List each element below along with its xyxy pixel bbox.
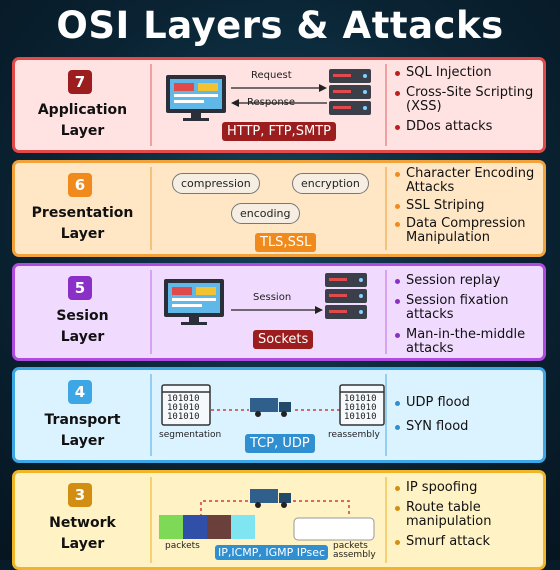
client-monitor-icon — [166, 75, 226, 121]
assembly-label-line2: assembly — [333, 550, 376, 560]
attack-item: Man-in-the-middle attacks — [393, 328, 543, 356]
encryption-pill: encryption — [292, 173, 369, 194]
layer-name-line2: Layer — [60, 329, 105, 345]
column-divider — [385, 477, 387, 563]
request-label: Request — [251, 70, 292, 81]
protocols-label: HTTP, FTP,SMTP — [222, 122, 336, 141]
attack-item: DDos attacks — [393, 120, 543, 134]
attack-item: IP spoofing — [393, 481, 543, 495]
column-divider — [385, 64, 387, 146]
truck-icon — [250, 398, 291, 417]
bits-line: 101010 — [344, 412, 377, 422]
truck-icon — [250, 489, 291, 508]
encoding-pill: encoding — [231, 203, 300, 224]
column-divider — [150, 477, 152, 563]
server-icon — [325, 273, 367, 319]
bits-text: 101010 101010 101010 — [344, 395, 377, 422]
session-label: Session — [253, 292, 292, 303]
assembly-box — [293, 517, 375, 541]
assembly-label: packets assembly — [333, 542, 376, 560]
column-divider — [150, 270, 152, 354]
layer-number: 5 — [68, 276, 92, 300]
client-monitor-icon — [164, 279, 224, 325]
layer-number: 3 — [68, 483, 92, 507]
page-title: OSI Layers & Attacks — [56, 4, 504, 47]
bits-text: 101010 101010 101010 — [167, 395, 200, 422]
layer-transport: 4 Transport Layer 101010 101010 101010 s… — [12, 367, 546, 463]
segmentation-label: segmentation — [159, 430, 222, 440]
server-icon — [329, 69, 371, 115]
attack-list: UDP flood SYN flood — [393, 396, 543, 440]
packets-blocks — [159, 515, 255, 539]
attack-item: SQL Injection — [393, 66, 543, 80]
attack-item: Session fixation attacks — [393, 294, 543, 322]
bits-line: 101010 — [167, 394, 200, 404]
attack-item: Cross-Site Scripting (XSS) — [393, 86, 543, 114]
attack-list: SQL Injection Cross-Site Scripting (XSS)… — [393, 66, 543, 140]
protocols-label: IP,ICMP, IGMP IPsec — [215, 545, 329, 560]
attack-item: Route table manipulation — [393, 501, 543, 529]
data-window-icon — [339, 384, 385, 426]
bits-line: 101010 — [167, 403, 200, 413]
layer-name: Sesion Layer — [15, 306, 150, 348]
bits-line: 101010 — [344, 403, 377, 413]
protocols-label: TCP, UDP — [245, 434, 315, 453]
attack-item: Data Compression Manipulation — [393, 217, 543, 245]
attack-list: Character Encoding Attacks SSL Striping … — [393, 167, 543, 249]
compression-pill: compression — [172, 173, 260, 194]
layer-presentation: 6 Presentation Layer compression encrypt… — [12, 160, 546, 257]
attack-item: UDP flood — [393, 396, 543, 410]
bits-line: 101010 — [344, 394, 377, 404]
layer-application: 7 Application Layer Request Response HTT… — [12, 57, 546, 153]
protocols-label: TLS,SSL — [255, 233, 317, 252]
attack-item: SSL Striping — [393, 199, 543, 213]
column-divider — [385, 167, 387, 250]
layer-name-line1: Transport — [44, 412, 121, 428]
layer-name-line2: Layer — [60, 226, 105, 242]
column-divider — [385, 270, 387, 354]
layer-name-line1: Sesion — [56, 308, 109, 324]
column-divider — [150, 167, 152, 250]
attack-list: IP spoofing Route table manipulation Smu… — [393, 481, 543, 555]
attack-item: Session replay — [393, 274, 543, 288]
layer-number: 6 — [68, 173, 92, 197]
layer-session: 5 Sesion Layer Session Sockets Session r… — [12, 263, 546, 361]
layer-name-line1: Presentation — [31, 205, 134, 221]
layer-number: 7 — [68, 70, 92, 94]
assembly-label-line1: packets — [333, 541, 368, 551]
layer-number: 4 — [68, 380, 92, 404]
response-label: Response — [247, 97, 296, 108]
column-divider — [150, 374, 152, 456]
layer-network: 3 Network Layer packets packets assembly… — [12, 470, 546, 570]
layer-name: Presentation Layer — [15, 203, 150, 245]
protocols-label: Sockets — [253, 330, 314, 349]
session-arrow — [231, 306, 323, 314]
attack-list: Session replay Session fixation attacks … — [393, 274, 543, 358]
attack-item: Character Encoding Attacks — [393, 167, 543, 195]
attack-item: SYN flood — [393, 420, 543, 434]
layer-name-line2: Layer — [60, 536, 105, 552]
column-divider — [385, 374, 387, 456]
attack-item: Smurf attack — [393, 535, 543, 549]
layer-name: Transport Layer — [15, 410, 150, 452]
packets-label: packets — [165, 541, 200, 551]
layer-name: Network Layer — [15, 513, 150, 555]
column-divider — [150, 64, 152, 146]
transport-dashed-line — [211, 409, 341, 411]
reassembly-label: reassembly — [328, 430, 380, 440]
request-arrows — [231, 84, 327, 107]
data-window-icon — [161, 384, 211, 426]
layer-name-line2: Layer — [60, 433, 105, 449]
layer-name-line2: Layer — [60, 123, 105, 139]
bits-line: 101010 — [167, 412, 200, 422]
layer-name-line1: Application — [37, 102, 128, 118]
layer-name: Application Layer — [15, 100, 150, 142]
layer-name-line1: Network — [49, 515, 116, 531]
